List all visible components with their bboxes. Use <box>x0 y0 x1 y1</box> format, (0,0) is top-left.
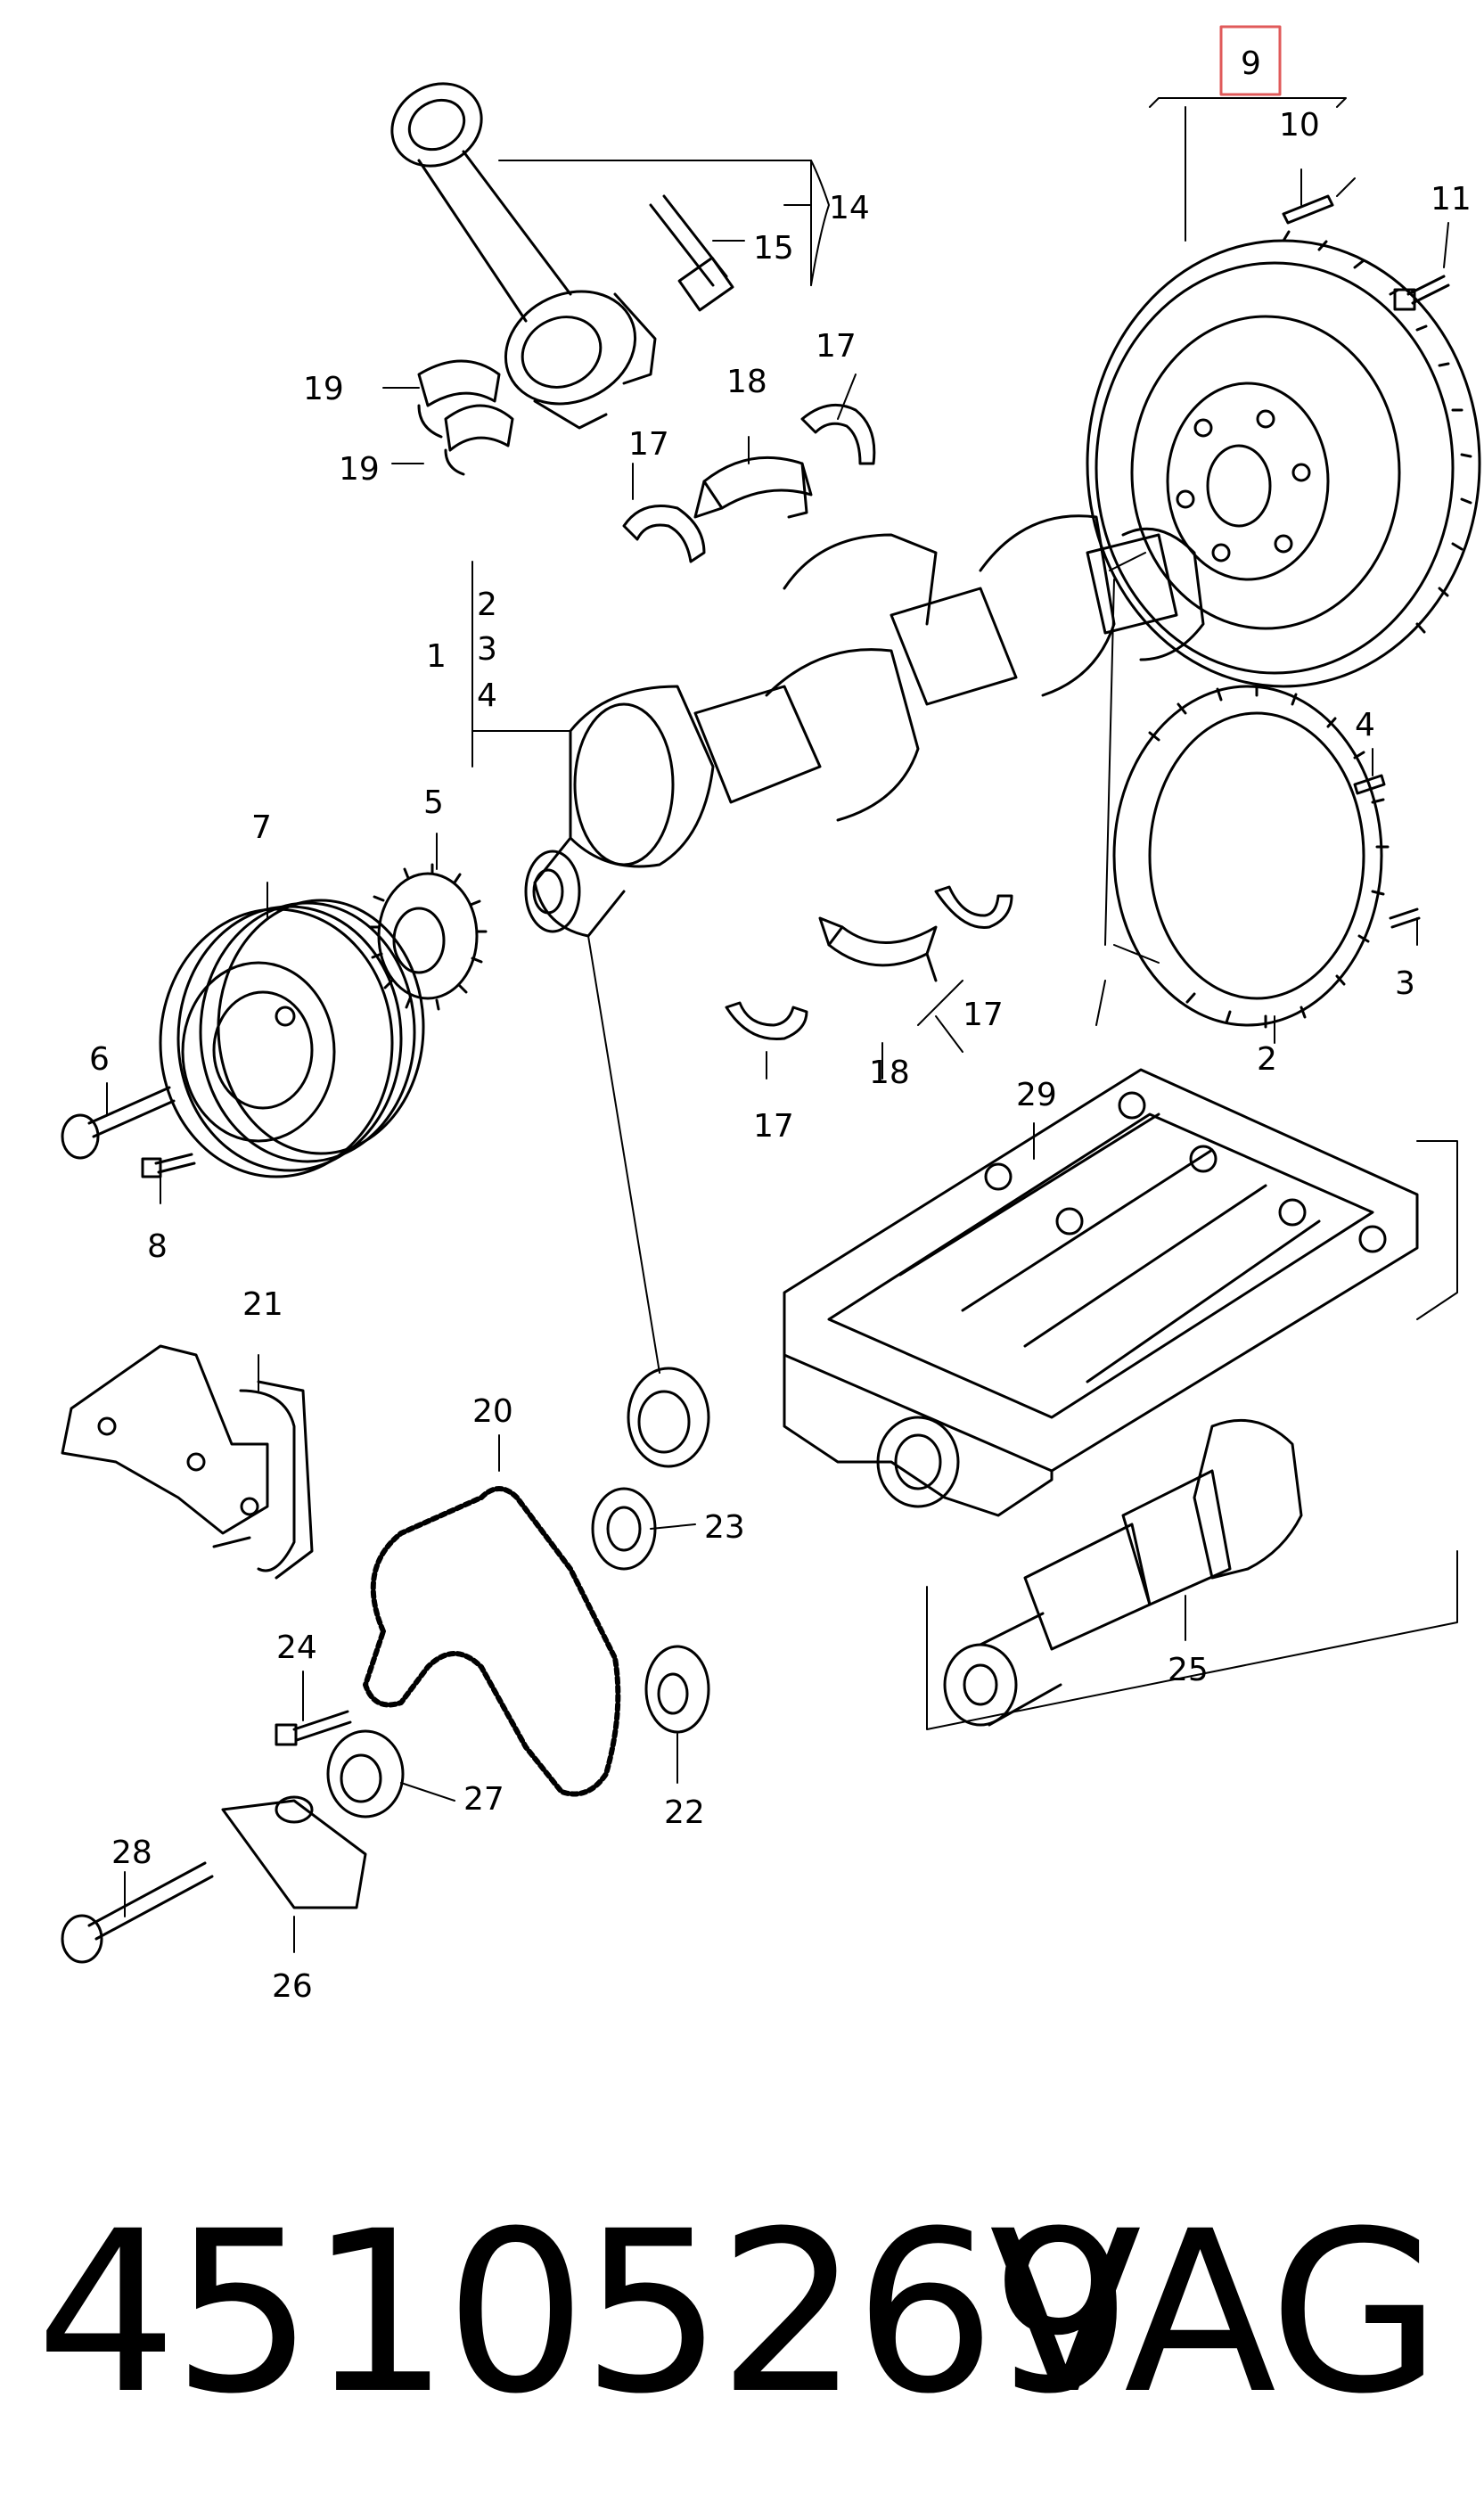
callout-28: 28 <box>111 1835 152 1871</box>
callout-19-b: 19 <box>339 451 380 488</box>
leader-lines <box>106 97 1458 1953</box>
callout-4-b: 4 <box>1355 707 1375 743</box>
bolt-28 <box>61 1861 214 1964</box>
thrust-washer-top-right <box>800 403 876 465</box>
bearing-shell-18-bottom <box>818 916 938 982</box>
brand-name: VAG <box>989 2183 1441 2442</box>
callout-19-a: 19 <box>303 371 344 407</box>
bedplate <box>783 1068 1419 1517</box>
callout-29: 29 <box>1016 1077 1057 1113</box>
callout-1: 1 <box>426 638 447 675</box>
crankshaft <box>524 514 1205 938</box>
callout-17-c: 17 <box>963 997 1004 1033</box>
crank-gear-5 <box>368 863 488 1011</box>
callout-20: 20 <box>472 1393 513 1430</box>
callout-22: 22 <box>664 1794 705 1831</box>
callout-4-a: 4 <box>477 677 497 714</box>
timing-chain <box>363 1486 621 1797</box>
sprocket-23 <box>591 1487 657 1571</box>
callout-11: 11 <box>1431 181 1472 218</box>
part-number: 45105269 <box>36 2183 1132 2442</box>
callout-3-b: 3 <box>1395 965 1415 1002</box>
callout-27: 27 <box>463 1781 504 1818</box>
callout-5: 5 <box>423 784 444 821</box>
rod-bolt <box>649 194 734 312</box>
sprocket-22 <box>644 1645 710 1734</box>
bolt-8 <box>141 1153 196 1178</box>
callout-23: 23 <box>704 1509 745 1546</box>
tensioner-cover <box>221 1795 367 1909</box>
callout-17-b: 17 <box>628 426 669 463</box>
dowel-pin-10 <box>1282 194 1334 225</box>
chain-guide-rail <box>61 1344 314 1580</box>
callout-26: 26 <box>272 1968 313 2005</box>
callout-24: 24 <box>276 1630 317 1666</box>
callout-17-d: 17 <box>753 1108 794 1145</box>
callout-9: 9 <box>1241 45 1261 82</box>
footer-caption: 45105269 VAG <box>18 2166 1466 2460</box>
callout-2-b: 2 <box>1257 1041 1277 1078</box>
callout-6: 6 <box>89 1041 110 1078</box>
callout-15: 15 <box>753 230 794 267</box>
pin-4 <box>1353 774 1386 795</box>
flywheel <box>1086 230 1481 688</box>
connecting-rod <box>390 82 657 430</box>
callout-18-b: 18 <box>869 1055 910 1091</box>
bearing-shells-19 <box>417 359 514 476</box>
balance-shaft <box>943 1418 1303 1727</box>
vibration-damper <box>159 899 425 1178</box>
thrust-washer-top-left <box>622 505 706 563</box>
callout-7: 7 <box>251 809 272 846</box>
callout-10: 10 <box>1279 107 1320 144</box>
thrust-washer-bottom-right <box>934 885 1013 929</box>
highlight-box <box>1219 25 1282 96</box>
sprocket-27 <box>326 1729 405 1818</box>
callout-14: 14 <box>829 190 870 226</box>
callout-17-a: 17 <box>816 328 857 365</box>
damper-bolt-6 <box>61 1086 176 1160</box>
callout-2-a: 2 <box>477 587 497 623</box>
callout-18-a: 18 <box>726 364 767 400</box>
callout-3-a: 3 <box>477 631 497 668</box>
drive-sprocket <box>627 1367 710 1468</box>
sensor-wheel <box>1112 683 1390 1029</box>
exploded-parts-diagram: 9 10 11 14 15 19 19 18 17 17 2 3 4 1 4 3… <box>61 25 1481 2005</box>
callout-25: 25 <box>1168 1652 1209 1688</box>
callout-8: 8 <box>147 1228 168 1265</box>
callout-21: 21 <box>242 1286 283 1323</box>
thrust-washer-bottom-left <box>725 1001 808 1041</box>
bolt-24 <box>275 1710 352 1746</box>
flywheel-bolt-11 <box>1393 275 1450 311</box>
callout-labels: 9 10 11 14 15 19 19 18 17 17 2 3 4 1 4 3… <box>89 45 1472 2005</box>
bearing-shell-18-top <box>693 456 813 519</box>
bolt-3 <box>1389 907 1421 929</box>
